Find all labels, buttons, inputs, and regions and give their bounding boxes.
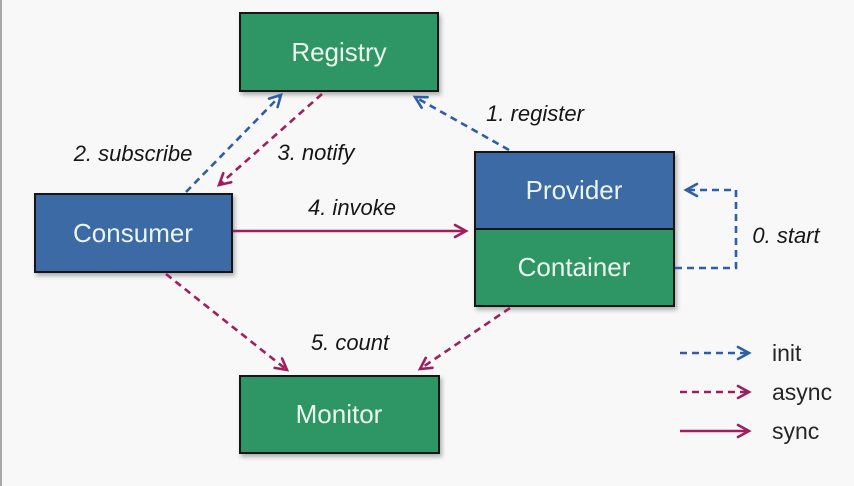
node-container: Container (474, 228, 675, 307)
edge-notify-label: 3. notify (277, 140, 356, 165)
legend-async-label: async (772, 379, 832, 405)
legend-sync-label: sync (772, 418, 819, 444)
edge-start-line (675, 182, 738, 270)
node-consumer-label: Consumer (73, 218, 193, 248)
edge-invoke-label: 4. invoke (308, 195, 396, 220)
legend: init async sync (680, 340, 832, 444)
node-provider-label: Provider (526, 175, 623, 205)
node-registry: Registry (239, 12, 439, 92)
node-monitor-rect (239, 375, 440, 454)
edge-notify-line (216, 93, 323, 187)
edge-subscribe-line (185, 93, 283, 193)
node-provider-rect (474, 151, 675, 230)
node-consumer: Consumer (34, 193, 233, 273)
legend-init-label: init (772, 340, 802, 366)
edge-start-label: 0. start (752, 223, 820, 248)
node-registry-label: Registry (291, 37, 386, 67)
node-layer: Registry Consumer Provider Container Mon… (34, 12, 675, 454)
edge-register-line (412, 95, 510, 152)
node-provider: Provider (474, 151, 675, 230)
node-container-rect (474, 228, 675, 307)
edge-subscribe-label: 2. subscribe (73, 141, 193, 166)
edge-count-label: 5. count (311, 330, 390, 355)
legend-row-init: init (680, 340, 802, 366)
edge-count-consumer-line (165, 272, 290, 372)
node-monitor-label: Monitor (296, 399, 383, 429)
legend-row-async: async (680, 379, 832, 405)
edge-label-layer: 0. start 1. register 2. subscribe 3. not… (73, 101, 821, 355)
node-container-label: Container (518, 252, 631, 282)
node-registry-rect (239, 12, 439, 92)
edge-layer (165, 93, 738, 372)
node-consumer-rect (34, 193, 233, 273)
node-monitor: Monitor (239, 375, 440, 454)
edge-register-label: 1. register (486, 101, 585, 126)
legend-row-sync: sync (680, 418, 819, 444)
edge-count-provider-line (417, 306, 511, 371)
